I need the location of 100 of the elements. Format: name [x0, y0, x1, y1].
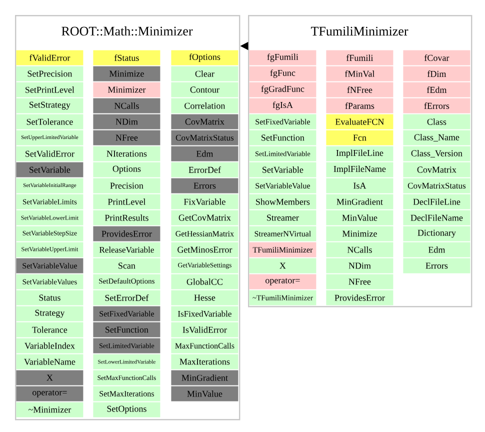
node-label: MinGradient [182, 374, 228, 381]
member-cell: Precision [93, 178, 160, 194]
member-cell: Dictionary [403, 226, 470, 242]
node-label: EvaluateFCN [335, 118, 384, 125]
node-label: Status [39, 294, 60, 301]
node-label: IsA [354, 182, 366, 189]
member-cell: NCalls [93, 98, 160, 114]
node-label: operator= [32, 390, 67, 398]
member-cell: IsA [326, 178, 394, 194]
member-cell: Strategy [16, 306, 84, 322]
node-label: SetTolerance [26, 118, 73, 125]
node-label: SetErrorDef [105, 294, 149, 301]
node-label: SetOptions [107, 406, 146, 414]
node-label: SetStrategy [30, 102, 70, 110]
member-cell: NCalls [326, 242, 394, 258]
member-cell: DeclFileLine [403, 194, 470, 210]
node-label: SetValidError [26, 150, 74, 157]
node-label: Minimize [342, 230, 377, 237]
member-cell: fFumili [326, 50, 394, 66]
member-cell: Edm [403, 242, 470, 258]
member-cell: SetFunction [249, 130, 316, 146]
node-label: NIterations [106, 150, 147, 157]
member-cell: EvaluateFCN [326, 114, 394, 130]
node-label: fgIsA [272, 102, 293, 110]
member-cell: StreamerNVirtual [249, 226, 316, 242]
node-label: fgFumili [267, 54, 298, 62]
node-label: ImplFileName [334, 166, 386, 174]
member-cell: ~Minimizer [16, 402, 84, 418]
node-label: CovMatrix [185, 118, 224, 125]
member-cell: fgFunc [249, 66, 316, 82]
node-label: NFree [116, 134, 138, 141]
member-cell: NDim [93, 114, 160, 130]
node-label: MaxIterations [180, 358, 230, 365]
node-label: Class_Version [411, 150, 462, 158]
member-cell: ShowMembers [249, 194, 316, 210]
member-cell: fgIsA [249, 98, 316, 114]
node-label: IsValidError [182, 326, 227, 333]
member-cell: fgGradFunc [249, 82, 316, 98]
member-cell: operator= [249, 274, 316, 290]
node-label: Tolerance [32, 326, 68, 333]
member-cell: fParams [326, 98, 394, 114]
member-cell: GetHessianMatrix [171, 226, 238, 242]
member-cell: GlobalCC [171, 274, 238, 290]
member-cell: NIterations [93, 146, 160, 162]
member-cell: X [249, 258, 316, 274]
member-cell: SetMaxIterations [93, 386, 160, 402]
node-label: GetHessianMatrix [176, 231, 234, 236]
node-label: MinValue [187, 390, 222, 397]
member-cell: SetVariableValue [16, 258, 84, 274]
node-label: fDim [427, 70, 446, 77]
node-label: SetFunction [106, 326, 148, 333]
member-cell: Errors [403, 258, 470, 274]
member-cell: operator= [16, 386, 84, 402]
node-label: VariableName [24, 358, 76, 365]
member-cell: Errors [171, 178, 238, 194]
node-label: SetMaxIterations [100, 391, 154, 396]
node-label: Edm [196, 150, 214, 157]
node-label: ReleaseVariable [99, 246, 154, 253]
node-label: NCalls [347, 246, 372, 253]
member-cell: Correlation [171, 98, 238, 114]
node-label: GlobalCC [186, 278, 222, 285]
member-cell: fCovar [403, 50, 470, 66]
node-label: Dictionary [418, 230, 456, 238]
node-label: SetPrecision [28, 70, 72, 77]
node-label: PrintResults [104, 214, 148, 221]
member-cell: ReleaseVariable [93, 242, 160, 258]
node-label: CovMatrixStatus [176, 134, 234, 141]
node-label: SetFixedVariable [256, 118, 310, 125]
member-cell: Minimizer [93, 82, 160, 98]
member-cell: NDim [326, 258, 394, 274]
node-label: NDim [116, 118, 138, 125]
member-cell: SetFixedVariable [249, 114, 316, 130]
member-cell: ImplFileName [326, 162, 394, 178]
member-cell: Class_Name [403, 130, 470, 146]
member-cell: NFree [326, 274, 394, 290]
member-cell: ProvidesError [326, 290, 394, 306]
member-cell: MaxIterations [171, 354, 238, 370]
node-label: Class_Name [414, 134, 460, 142]
member-cell: SetVariableValue [249, 178, 316, 194]
node-label: Streamer [267, 214, 299, 221]
member-cell: Fcn [326, 130, 394, 146]
node-label: Hesse [194, 294, 216, 301]
member-cell: fErrors [403, 98, 470, 114]
member-cell: TFumiliMinimizer [249, 242, 316, 258]
member-cell: SetTolerance [16, 114, 84, 130]
node-label: fNFree [347, 86, 372, 93]
node-label: PrintLevel [108, 198, 146, 205]
node-label: SetVariableValue [256, 182, 310, 189]
member-cell: CovMatrix [171, 114, 238, 130]
node-label: IsFixedVariable [178, 310, 232, 317]
node-label: NCalls [114, 102, 139, 109]
node-label: CovMatrixStatus [408, 182, 466, 189]
node-label: ShowMembers [256, 198, 310, 205]
member-cell: IsFixedVariable [171, 306, 238, 322]
member-cell: Tolerance [16, 322, 84, 338]
member-cell: Options [93, 162, 160, 178]
node-label: SetFixedVariable [100, 310, 154, 317]
member-cell: Minimize [93, 66, 160, 82]
member-cell: ProvidesError [93, 226, 160, 242]
member-cell: fgFumili [249, 50, 316, 66]
